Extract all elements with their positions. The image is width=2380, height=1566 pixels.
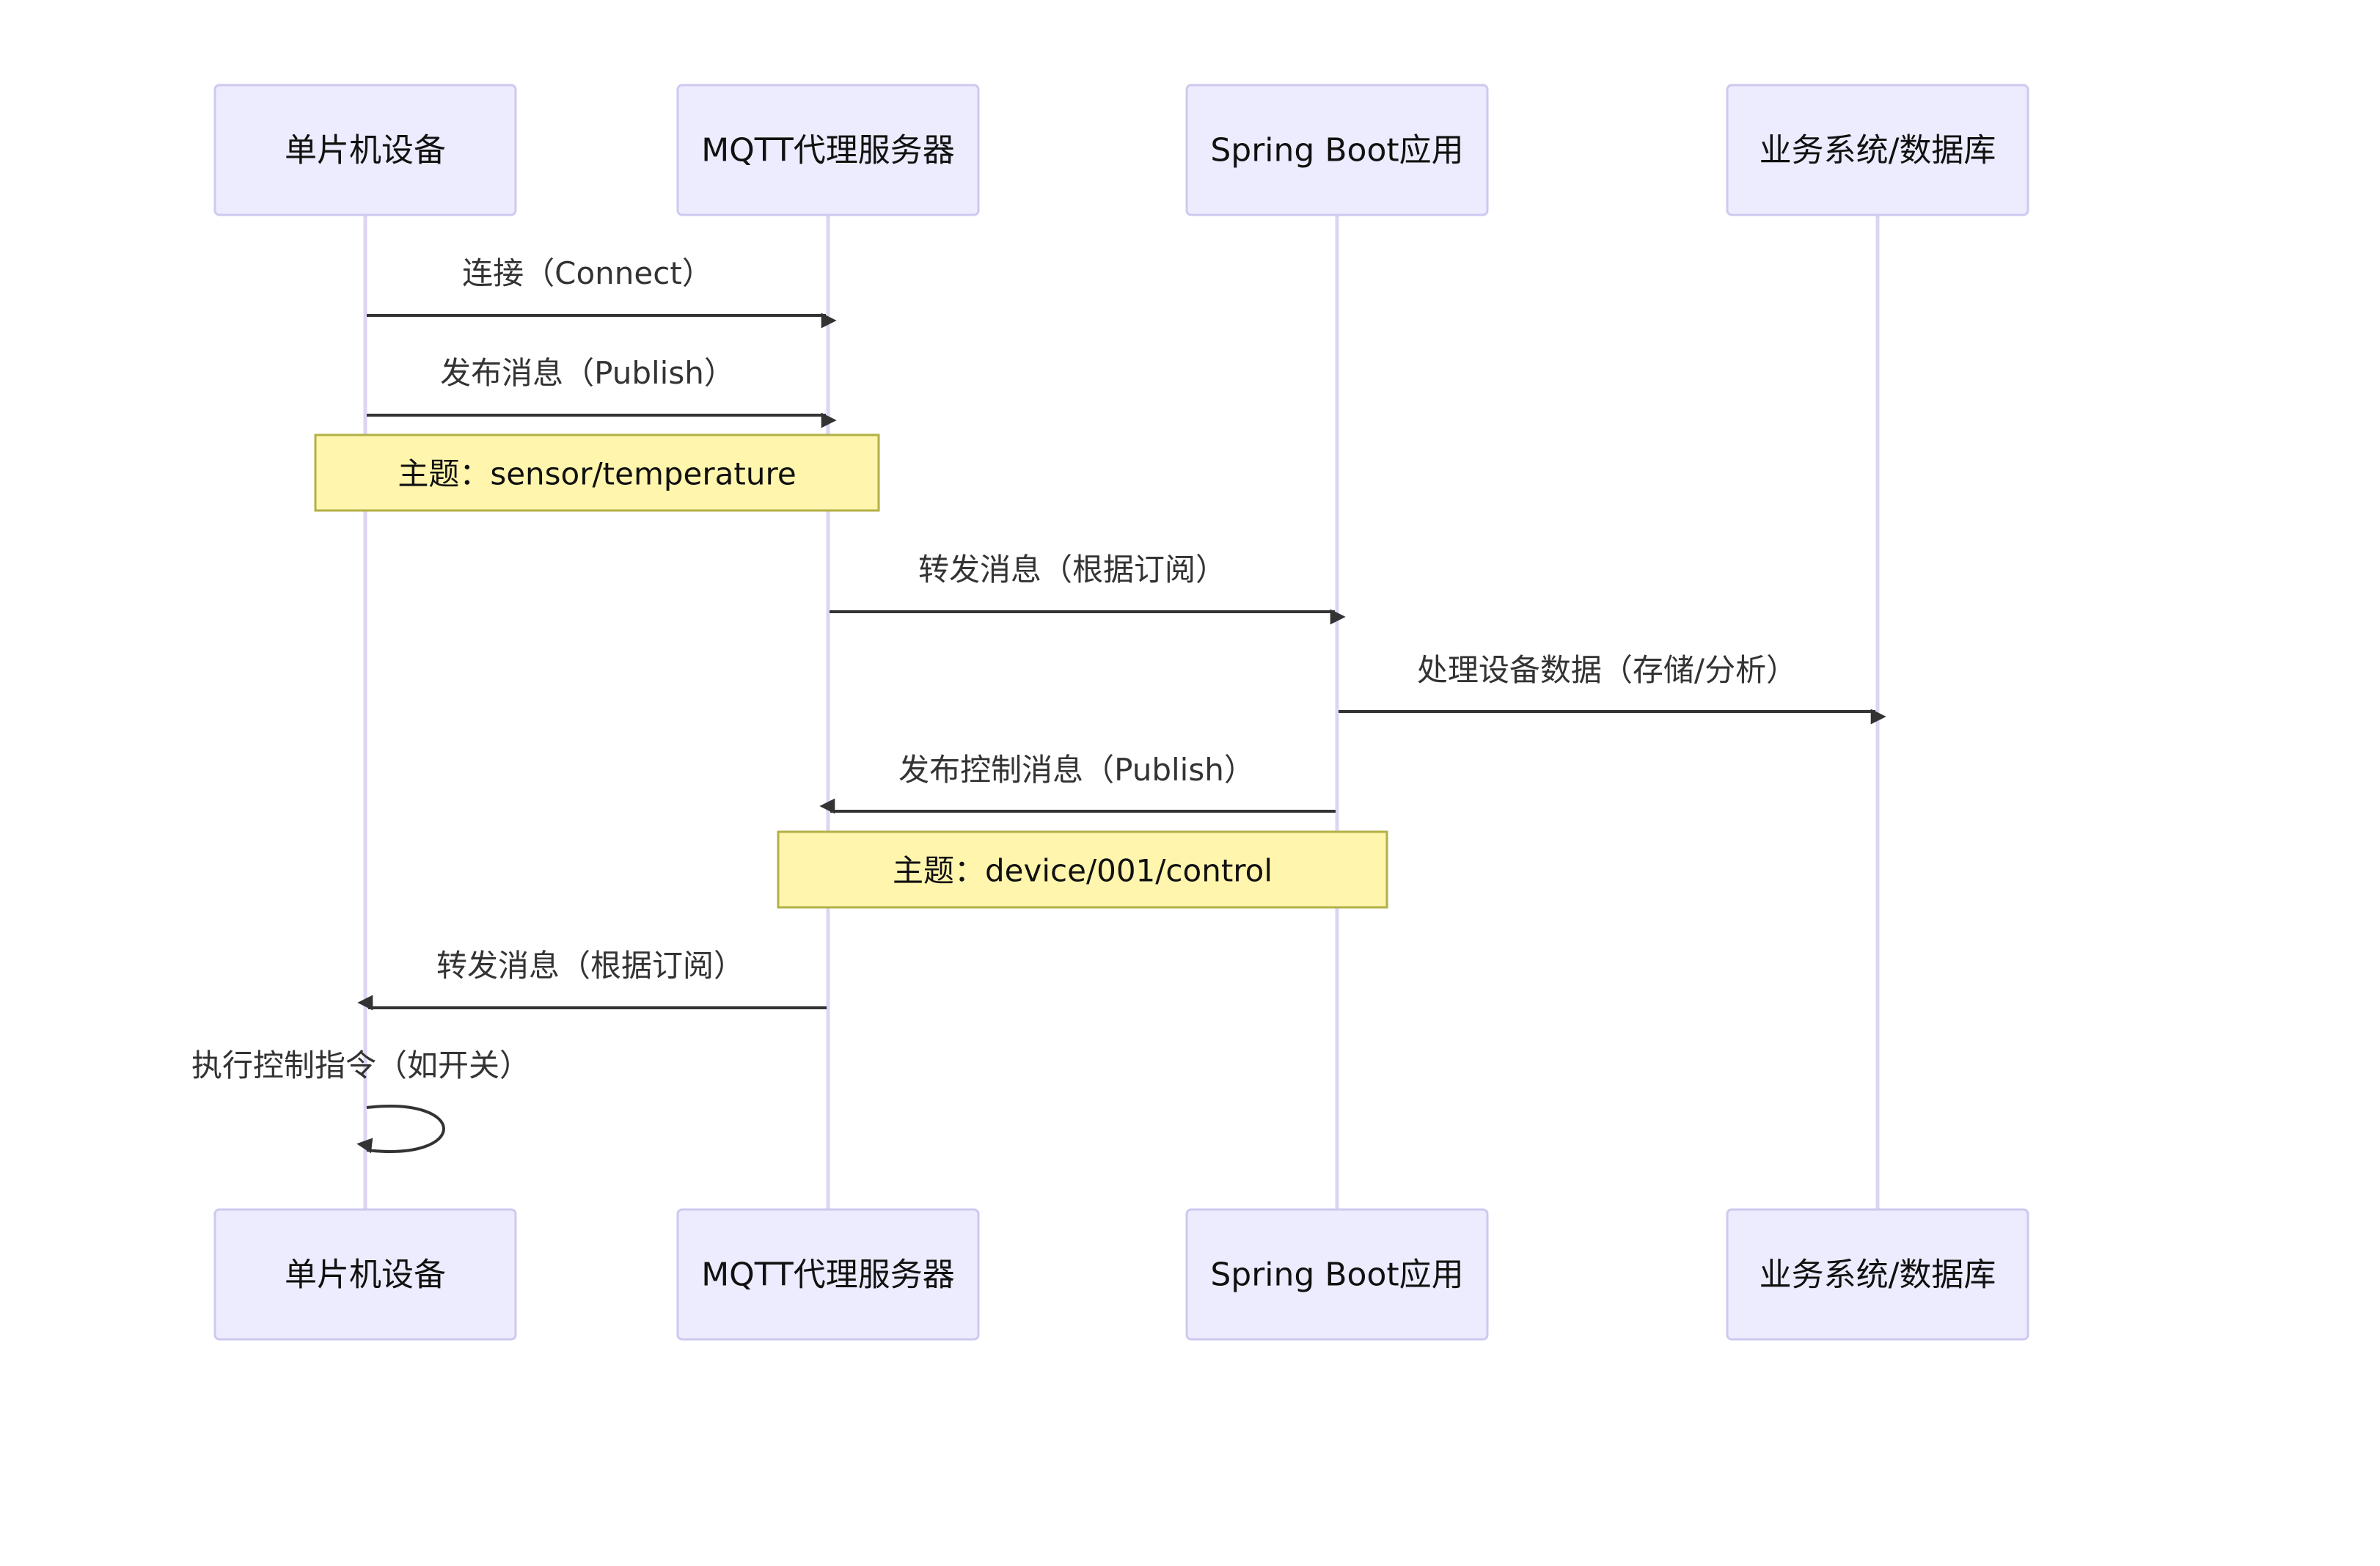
actor-broker-top: MQTT代理服务器 xyxy=(676,84,980,216)
actor-label: MQTT代理服务器 xyxy=(701,1256,955,1294)
actor-mcu-bottom: 单片机设备 xyxy=(213,1208,517,1341)
message-self-execute: 执行控制指令（如开关） xyxy=(191,1047,530,1154)
message-label: 处理设备数据（存储/分析） xyxy=(1417,652,1797,688)
actor-biz-top: 业务系统/数据库 xyxy=(1726,84,2029,216)
message-label: 发布消息（Publish） xyxy=(440,355,735,391)
messages: 连接（Connect） 发布消息（Publish） 主题：sensor/temp… xyxy=(191,255,1886,1154)
message-connect: 连接（Connect） xyxy=(367,255,837,329)
actor-label: Spring Boot应用 xyxy=(1210,1256,1463,1294)
actor-label: 业务系统/数据库 xyxy=(1760,1256,1996,1294)
actor-label: 单片机设备 xyxy=(285,1256,446,1294)
actor-spring-top: Spring Boot应用 xyxy=(1185,84,1489,216)
actor-spring-bottom: Spring Boot应用 xyxy=(1185,1208,1489,1341)
note-control-topic: 主题：device/001/control xyxy=(777,830,1388,909)
actor-row-bottom: 单片机设备 MQTT代理服务器 Spring Boot应用 业务系统/数据库 xyxy=(213,1208,2029,1341)
message-label: 执行控制指令（如开关） xyxy=(191,1047,530,1083)
actor-label: MQTT代理服务器 xyxy=(701,132,955,169)
note-label: 主题：device/001/control xyxy=(893,853,1273,889)
actor-biz-bottom: 业务系统/数据库 xyxy=(1726,1208,2029,1341)
message-publish-control: 发布控制消息（Publish） xyxy=(819,752,1336,814)
message-forward-to-mcu: 转发消息（根据订阅） xyxy=(357,948,827,1011)
message-arrow xyxy=(356,1105,445,1154)
actor-label: Spring Boot应用 xyxy=(1210,132,1463,169)
actor-mcu-top: 单片机设备 xyxy=(213,84,517,216)
actor-label: 业务系统/数据库 xyxy=(1760,132,1996,169)
message-forward-to-spring: 转发消息（根据订阅） xyxy=(830,552,1346,625)
actor-row-top: 单片机设备 MQTT代理服务器 Spring Boot应用 业务系统/数据库 xyxy=(213,84,2029,216)
message-label: 连接（Connect） xyxy=(462,255,713,291)
note-sensor-topic: 主题：sensor/temperature xyxy=(314,433,880,512)
message-label: 转发消息（根据订阅） xyxy=(918,552,1226,588)
message-publish: 发布消息（Publish） xyxy=(367,355,837,428)
message-label: 发布控制消息（Publish） xyxy=(898,752,1255,788)
actor-label: 单片机设备 xyxy=(285,132,446,169)
message-process-data: 处理设备数据（存储/分析） xyxy=(1339,652,1886,725)
message-label: 转发消息（根据订阅） xyxy=(436,948,744,984)
note-label: 主题：sensor/temperature xyxy=(398,456,796,492)
actor-broker-bottom: MQTT代理服务器 xyxy=(676,1208,980,1341)
